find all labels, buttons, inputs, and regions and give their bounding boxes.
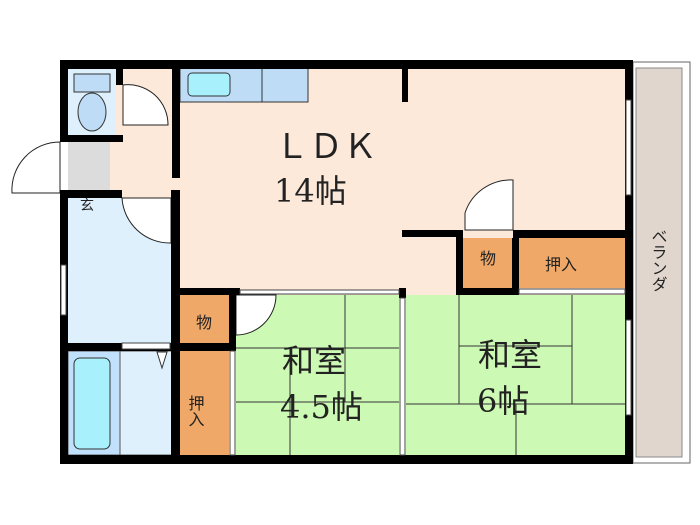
storage-right-label: 物 — [480, 249, 496, 268]
closet-left-label: 押入 — [186, 395, 205, 427]
toilet-door[interactable] — [122, 84, 169, 126]
closet-left — [180, 351, 229, 455]
veranda-floor — [635, 67, 683, 458]
entrance-door[interactable] — [11, 141, 61, 194]
storage-left-label: 物 — [196, 313, 212, 332]
entrance — [68, 142, 110, 190]
toilet-bowl-icon — [77, 92, 107, 132]
closet-right — [519, 238, 626, 288]
washitsu-6-label: 和室 — [478, 336, 542, 374]
storage-door[interactable] — [464, 179, 514, 231]
toilet-tank-icon — [73, 73, 111, 93]
washitsu-4-5-label: 和室 — [282, 342, 346, 380]
washroom-door[interactable] — [121, 197, 172, 244]
washitsu-door[interactable] — [235, 294, 277, 336]
entrance-label: 玄 — [80, 197, 94, 214]
sliding-doors — [60, 99, 632, 456]
drain-icon — [156, 351, 168, 370]
walls — [60, 60, 633, 464]
sink-icon — [187, 72, 231, 97]
dressing-area — [119, 350, 173, 456]
washitsu-4-5-size: 4.5帖 — [280, 388, 363, 426]
closet-right-label: 押入 — [545, 255, 577, 274]
bathtub-icon — [73, 357, 111, 450]
ldk-size: 14帖 — [274, 172, 347, 210]
storage-left — [180, 295, 229, 343]
washitsu-6-size: 6帖 — [477, 382, 529, 420]
ldk-label: ＬＤＫ — [275, 127, 377, 167]
veranda-label: ベランダ — [649, 228, 668, 292]
storage-right — [463, 238, 512, 288]
